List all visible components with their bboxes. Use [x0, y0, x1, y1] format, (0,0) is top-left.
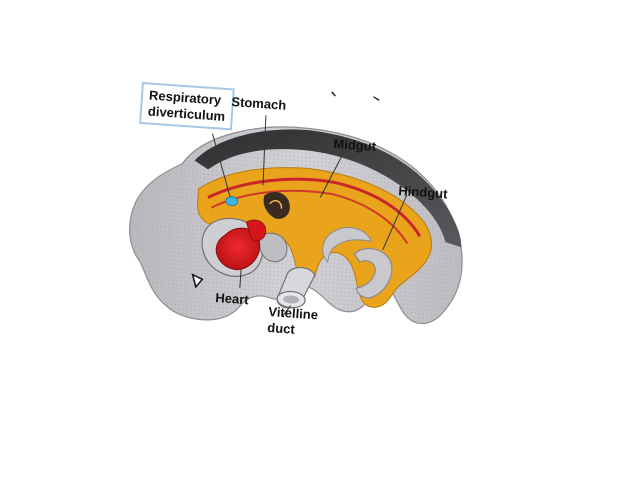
hindgut-loop [353, 247, 393, 299]
stomach-pocket [263, 192, 290, 219]
label-heart: Heart [214, 290, 250, 308]
leader-lines [212, 115, 408, 318]
dorsal-band [194, 129, 462, 248]
midgut-loop [322, 227, 373, 264]
label-midgut: Midgut [332, 136, 377, 154]
label-respiratory-diverticulum: Respiratory diverticulum [139, 82, 236, 131]
dorsal-aorta [207, 177, 422, 238]
label-hindgut: Hindgut [397, 183, 448, 202]
head-mark [191, 273, 204, 289]
label-vitelline-duct: Vitelline duct [267, 304, 319, 339]
respiratory-diverticulum-shape [225, 196, 239, 207]
